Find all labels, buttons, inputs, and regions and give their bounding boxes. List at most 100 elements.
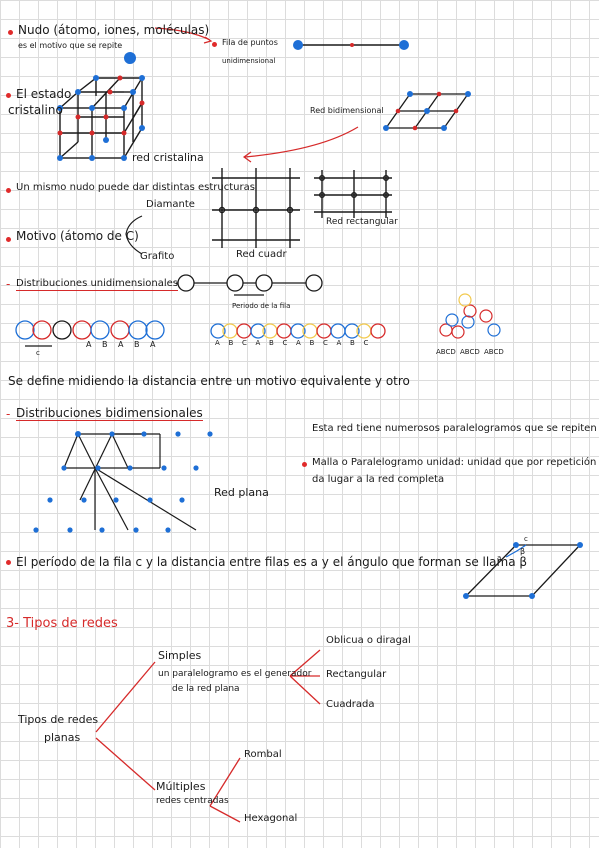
seq-label: B <box>134 340 140 349</box>
abcd-clusters <box>439 293 501 339</box>
seq-label: A <box>215 339 220 347</box>
estado-text-1: El estado <box>16 87 72 101</box>
unit-parallelogram <box>463 542 583 599</box>
simples-sub-1: un paralelogramo es el generador <box>158 669 312 679</box>
seq-label: A <box>118 340 124 349</box>
lattice-point <box>67 527 73 533</box>
red-cristalina-label: red cristalina <box>132 151 204 164</box>
cluster-label: ABCD <box>484 348 504 356</box>
periodo-fila-label: Periodo de la fila <box>232 302 291 310</box>
seq-label: A <box>336 339 342 347</box>
tipos-text-2: planas <box>44 731 81 744</box>
seq-label: B <box>102 340 108 349</box>
bullet <box>6 188 11 193</box>
lattice-point <box>33 527 39 533</box>
types-tree <box>95 649 321 823</box>
seq-label: C <box>323 339 328 347</box>
oblicua-label: Oblicua o diragal <box>326 635 411 646</box>
seq-label: A <box>255 339 261 347</box>
planar-lattice <box>63 433 197 531</box>
big-node-dot <box>124 52 136 64</box>
lattice-point <box>175 431 181 437</box>
lattice-point <box>47 497 53 503</box>
red-bidim-label: Red bidimensional <box>310 106 384 115</box>
seq-label: C <box>242 339 247 347</box>
multiples-label-1: Múltiples <box>156 780 206 793</box>
hexagonal-label: Hexagonal <box>244 813 298 824</box>
red-rect-label: Red rectangular <box>326 217 398 227</box>
bullet <box>212 42 217 47</box>
malla-text-2: da lugar a la red completa <box>312 474 445 485</box>
lattice-point <box>207 431 213 437</box>
bullet <box>8 30 13 35</box>
rectangular-label: Rectangular <box>326 669 387 680</box>
malla-text-1: Malla o Paralelogramo unidad: unidad que… <box>312 457 597 468</box>
lattice-point <box>109 431 115 437</box>
seq-label: B <box>269 339 274 347</box>
tipos-text-1: Tipos de redes <box>18 713 99 726</box>
seq-label: A <box>150 340 156 349</box>
bullet <box>6 237 11 242</box>
estado-text-2: cristalino <box>8 103 63 117</box>
bullet <box>302 462 307 467</box>
heading-bidimensional: Distribuciones bidimensionales <box>16 406 203 421</box>
multiples-label-2: redes centradas <box>156 796 229 806</box>
periodo-text: El período de la fila c y la distancia e… <box>16 555 528 569</box>
fila-subtext: unidimensional <box>222 57 276 65</box>
red-plana-label: Red plana <box>214 486 269 499</box>
red-note: Esta red tiene numerosos paralelogramos … <box>312 423 597 434</box>
seq-label: A <box>296 339 301 347</box>
seq-label: A <box>86 340 92 349</box>
abab-sequence <box>15 320 165 347</box>
fila-text: Fila de puntos <box>222 38 278 47</box>
lattice-point <box>127 465 133 471</box>
planar-lattice-dots <box>33 431 213 533</box>
cluster-label: ABCD <box>460 348 480 356</box>
c-label-2: c <box>524 535 528 543</box>
bullet <box>6 93 11 98</box>
lattice-point <box>193 465 199 471</box>
diamante-label: Diamante <box>146 199 195 210</box>
lattice-point <box>179 497 185 503</box>
heading-tipos: 3- Tipos de redes <box>6 616 118 631</box>
simples-label: Simples <box>158 649 202 662</box>
seq-label: B <box>228 339 234 347</box>
lattice-point <box>95 465 101 471</box>
lattice-point <box>161 465 167 471</box>
lattice-point <box>61 465 67 471</box>
c-label: c <box>36 349 40 357</box>
arrow-2 <box>244 126 359 158</box>
heading-unidimensional: Distribuciones unidimensionales <box>16 278 178 291</box>
simples-sub-2: de la red plana <box>172 684 240 694</box>
red-cuadr-label: Red cuadr <box>236 249 287 260</box>
a-label: a <box>497 554 502 562</box>
lattice-point <box>81 497 87 503</box>
seq-label: C <box>282 339 288 347</box>
brace <box>125 215 143 255</box>
lattice-red-nodes <box>57 75 145 136</box>
crystal-lattice-cube <box>59 77 144 159</box>
lattice-point <box>99 527 105 533</box>
nudo-subtext: es el motivo que se repite <box>18 41 123 50</box>
motivo-text: Motivo (átomo de C) <box>16 229 139 243</box>
beta-label: β <box>520 547 526 556</box>
lattice-point <box>113 497 119 503</box>
cluster-label: ABCD <box>436 348 456 356</box>
rectangular-lattice <box>314 170 392 218</box>
lattice-point <box>141 431 147 437</box>
lattice-point <box>75 431 81 437</box>
lattice-point <box>133 527 139 533</box>
define-text: Se define midiendo la distancia entre un… <box>8 374 410 388</box>
row-of-points <box>293 40 409 50</box>
lattice-point <box>147 497 153 503</box>
bullet <box>6 560 11 565</box>
rombal-label: Rombal <box>244 749 282 760</box>
chain-diagram <box>176 274 323 296</box>
grafito-label: Grafito <box>140 251 175 262</box>
seq-label: B <box>350 339 355 347</box>
lattice-point <box>165 527 171 533</box>
square-lattice <box>212 168 300 248</box>
seq-label: B <box>309 339 315 347</box>
